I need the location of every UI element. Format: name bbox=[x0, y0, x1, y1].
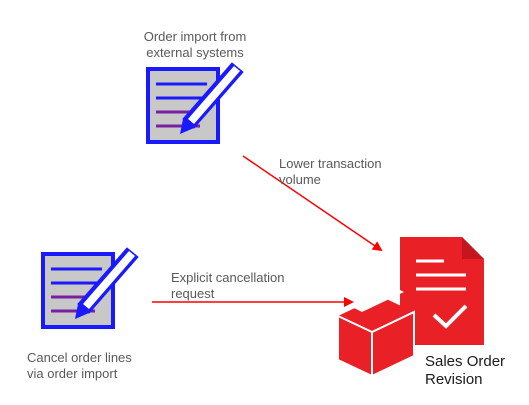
lower-volume-label: Lower transaction volume bbox=[279, 156, 382, 187]
order-import-label: Order import from external systems bbox=[143, 29, 247, 60]
cancel-order-lines-document-icon bbox=[41, 247, 139, 329]
order-import-document-icon bbox=[146, 62, 244, 144]
cancel-order-lines-label: Cancel order lines via order import bbox=[27, 350, 132, 381]
explicit-cancellation-label: Explicit cancellation request bbox=[171, 270, 285, 301]
sales-order-document-icon bbox=[400, 237, 484, 345]
checkmark-icon bbox=[432, 304, 468, 329]
package-icon bbox=[337, 288, 415, 378]
sales-order-revision-label: Sales Order Revision bbox=[425, 353, 506, 388]
pencil-icon bbox=[75, 247, 139, 319]
pencil-icon bbox=[180, 62, 244, 134]
arrow-lower-volume bbox=[242, 155, 383, 252]
